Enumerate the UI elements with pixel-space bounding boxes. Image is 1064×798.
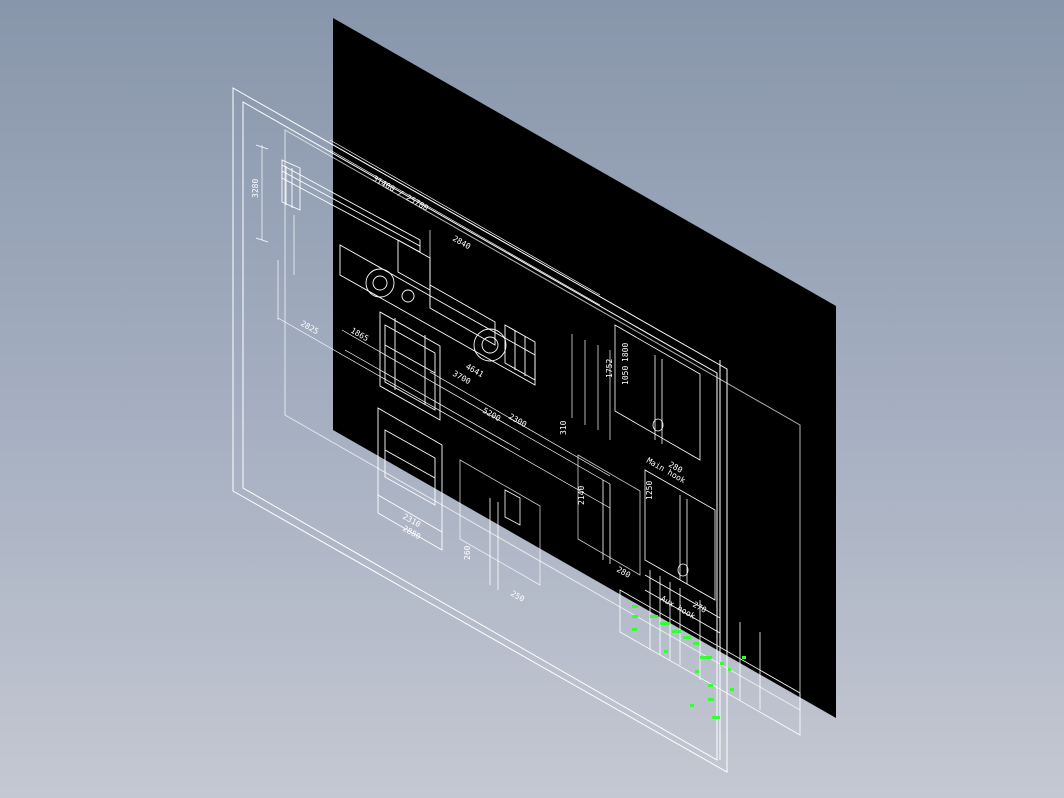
dim-h4: 1250 bbox=[645, 481, 654, 500]
dim-d13: 260 bbox=[463, 545, 472, 560]
title-block-green-entries bbox=[632, 605, 746, 719]
dim-d2: 2825 bbox=[299, 319, 320, 336]
dim-h2: 1050 bbox=[621, 366, 630, 385]
dim-h5: 2140 bbox=[577, 486, 586, 505]
hook-details bbox=[459, 324, 716, 601]
dim-h3: 1752 bbox=[605, 359, 614, 378]
dim-d10: 310 bbox=[559, 420, 568, 435]
dim-height: 3280 bbox=[251, 179, 260, 198]
drawing-sheet bbox=[333, 18, 836, 718]
dimension-lines bbox=[255, 139, 611, 509]
crane-front-view bbox=[377, 311, 443, 551]
dim-d12: 250 bbox=[509, 589, 526, 604]
dim-h1: 1800 bbox=[621, 343, 630, 362]
title-block bbox=[619, 570, 801, 736]
